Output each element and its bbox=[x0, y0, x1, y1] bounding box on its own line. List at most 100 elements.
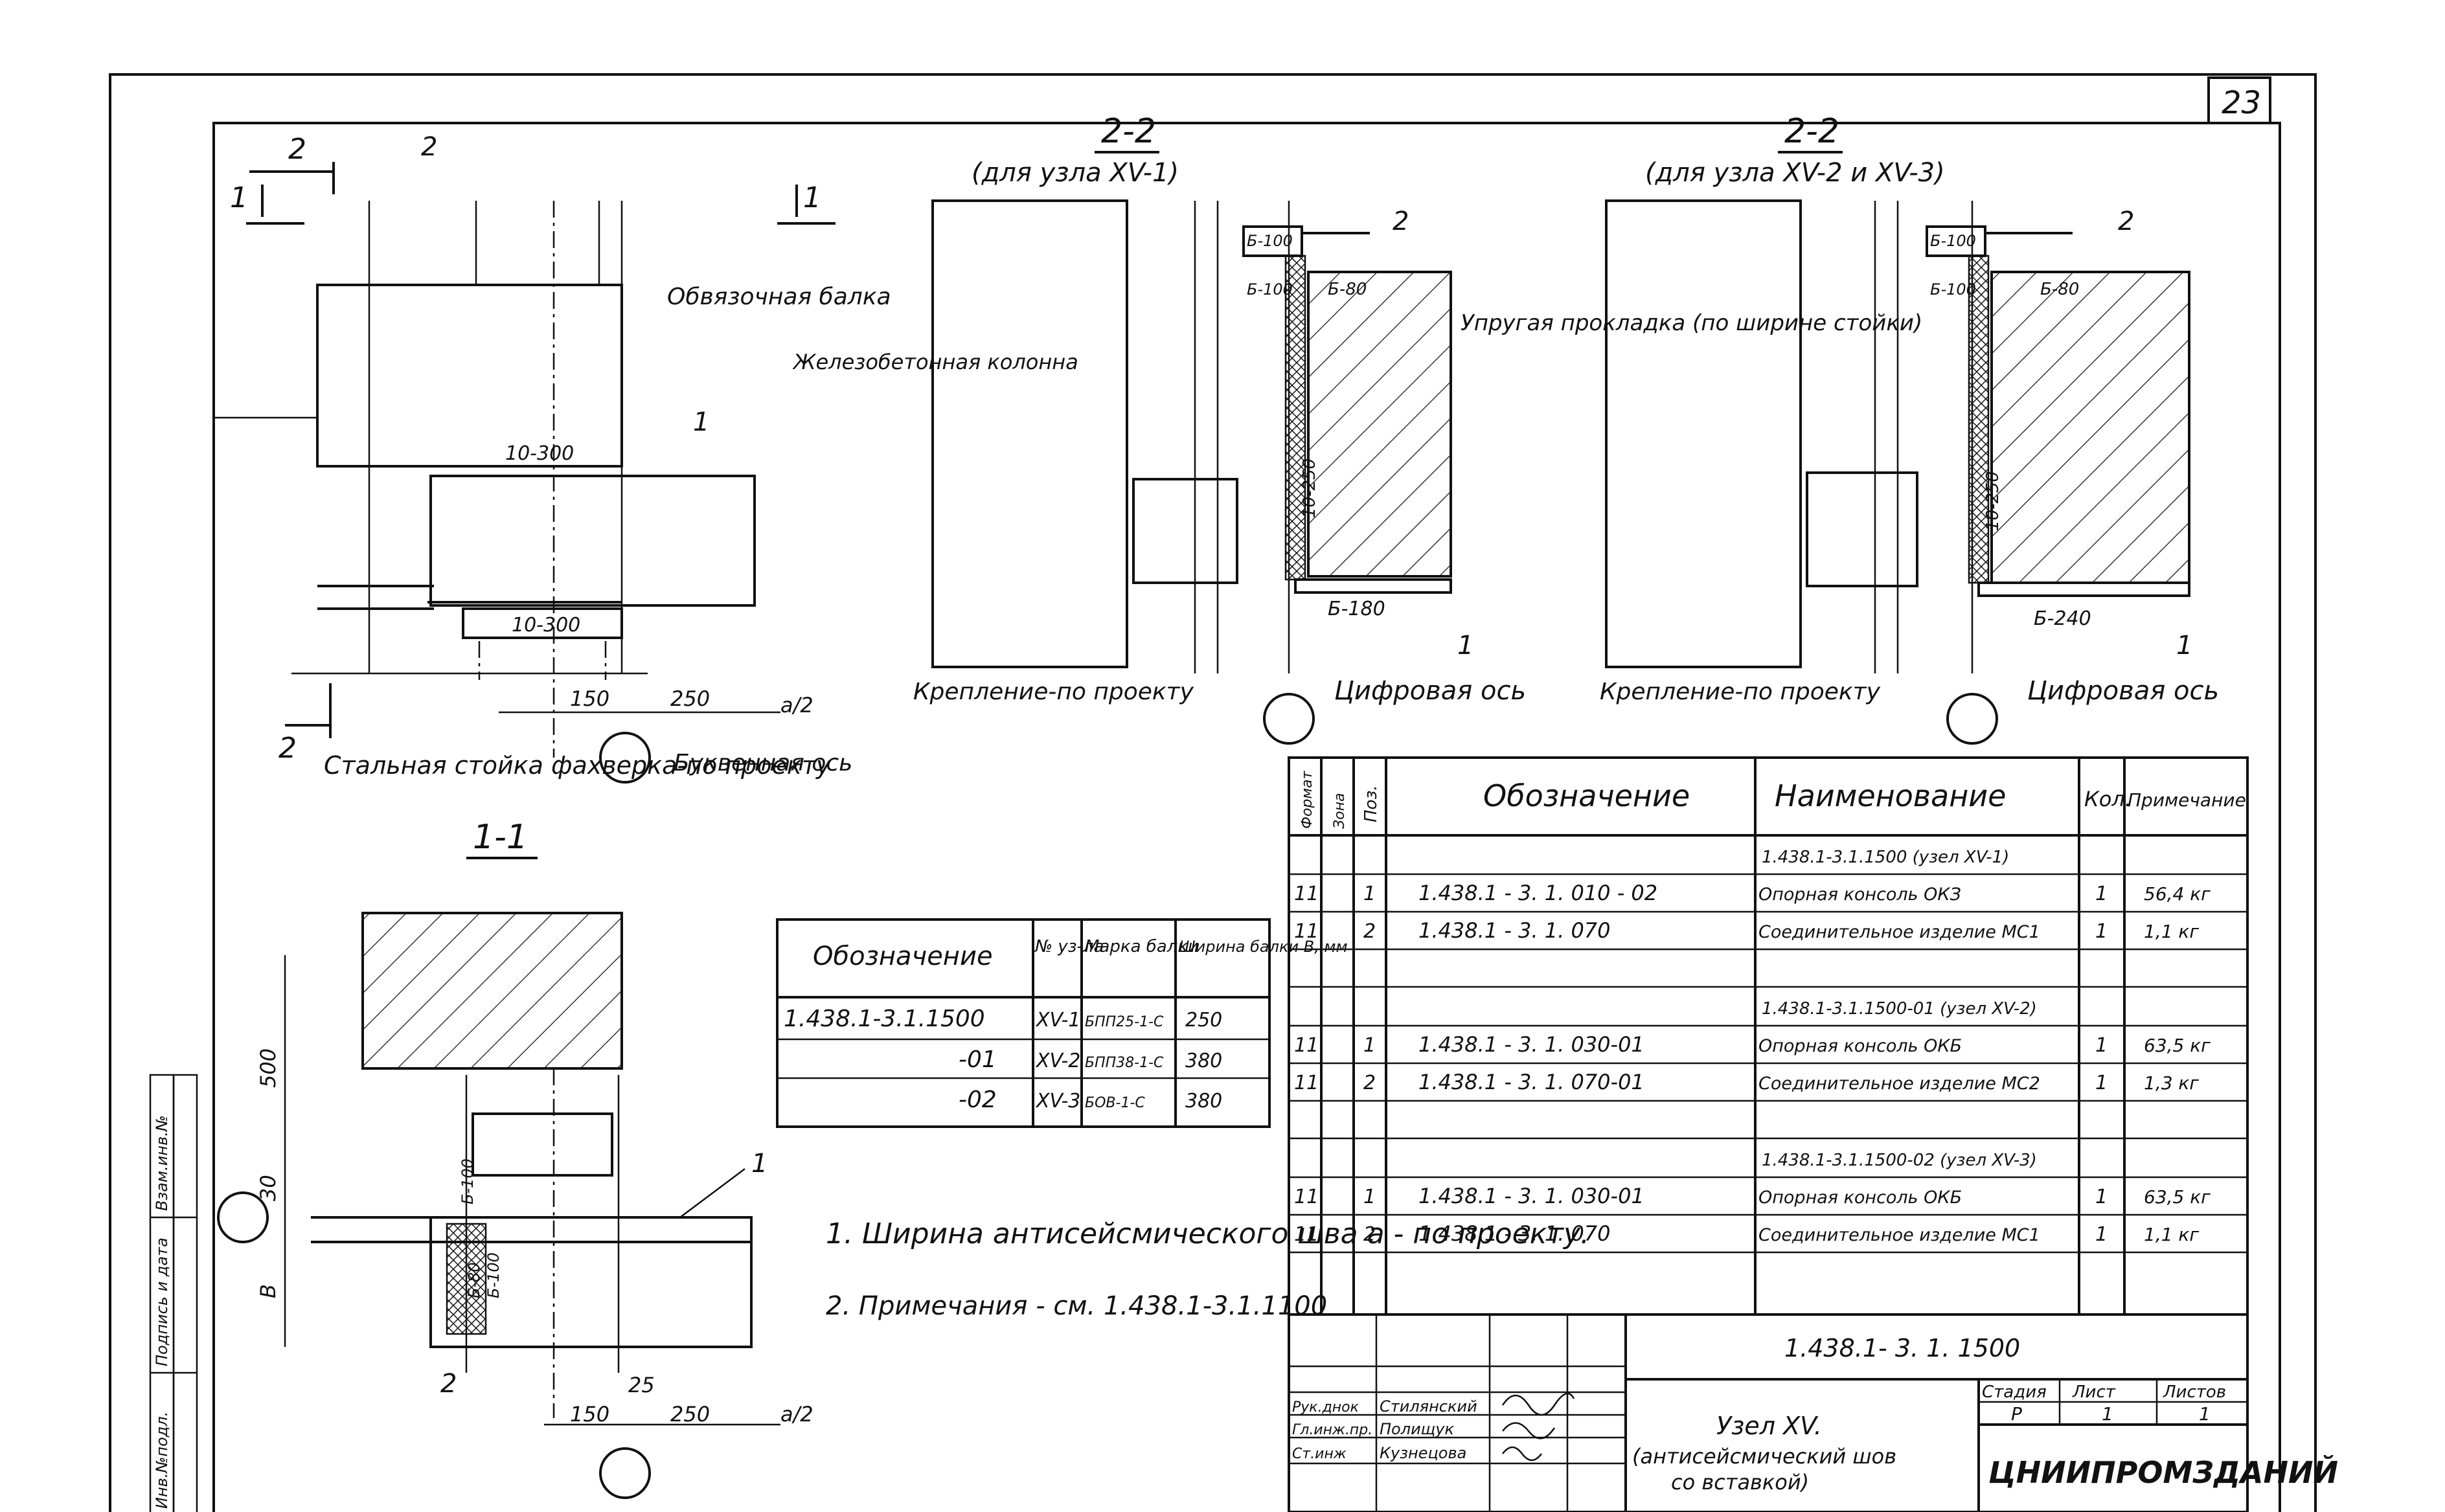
spec-pos: 2 bbox=[1363, 1072, 1376, 1094]
plan-axis-label: Буквенная ось bbox=[674, 750, 852, 776]
bt-cell: XV-2 bbox=[1035, 1050, 1080, 1072]
bt-h-mark: Марка балки bbox=[1085, 937, 1199, 956]
bt-cell: 1.438.1-3.1.1500 bbox=[784, 1006, 985, 1032]
s22b-axis-bubble bbox=[1946, 693, 1998, 745]
s22b-b80: Б-80 bbox=[2040, 280, 2079, 299]
pad-note: Упругая прокладка (по ширине стойки) bbox=[1461, 310, 1922, 336]
section-2-2-b: 2-2 (для узла XV-2 и XV-3) Б-100 Б-100 Б… bbox=[1600, 112, 2219, 745]
bt-cell: БПП38-1-С bbox=[1085, 1055, 1164, 1071]
title-line-3: со вставкой) bbox=[1671, 1470, 1809, 1495]
s11-dim-500: 500 bbox=[256, 1048, 280, 1088]
spec-table: Формат Зона Поз. Обозначение Наименовани… bbox=[1288, 756, 2249, 1316]
sp-h-note: Примечание bbox=[2128, 789, 2246, 811]
s11-dim-30: 30 bbox=[256, 1175, 280, 1201]
sig-name-1: Стилянский bbox=[1380, 1397, 1477, 1416]
plan-pos-1: 1 bbox=[693, 407, 709, 437]
plan-plate-bottom: 10-300 bbox=[512, 614, 580, 637]
sp-h-qty: Кол. bbox=[2084, 787, 2132, 811]
spec-format: 11 bbox=[1294, 1034, 1319, 1057]
s22a-title: 2-2 bbox=[1101, 112, 1156, 151]
plan-beam-label: Обвязочная балка bbox=[667, 284, 891, 310]
bt-h-width: Ширина балки В, мм bbox=[1179, 938, 1348, 956]
spec-name: Соединительное изделие МС1 bbox=[1758, 1225, 2040, 1245]
bt-cell: БПП25-1-С bbox=[1085, 1014, 1164, 1030]
stamp-inv-podl: Инв.№подл. bbox=[153, 1412, 171, 1509]
spec-name: Опорная консоль ОКБ bbox=[1758, 1036, 1962, 1056]
spec-format: 11 bbox=[1294, 1223, 1319, 1246]
s22a-b80: Б-80 bbox=[1328, 280, 1367, 299]
plan-pos-2: 2 bbox=[421, 132, 437, 162]
title-block: 1.438.1- 3. 1. 1500 Узел XV. (антисейсми… bbox=[1288, 1313, 2338, 1512]
s22a-axis-bubble bbox=[1263, 693, 1315, 745]
s22b-subtitle: (для узла XV-2 и XV-3) bbox=[1645, 158, 1945, 188]
spec-format: 11 bbox=[1294, 1072, 1319, 1094]
spec-code: 1.438.1 - 3. 1. 010 - 02 bbox=[1418, 881, 1657, 905]
note-1: 1. Ширина антисейсмического шва а - по п… bbox=[826, 1217, 1589, 1250]
s22a-b100b: Б-100 bbox=[1247, 280, 1293, 299]
spec-name: Опорная консоль ОКБ bbox=[1758, 1188, 1962, 1208]
bt-cell: XV-1 bbox=[1035, 1009, 1080, 1032]
inner-frame bbox=[212, 122, 2281, 1512]
s22a-fix-label: Крепление-по проекту bbox=[913, 679, 1194, 705]
spec-note: 1,1 кг bbox=[2144, 1224, 2199, 1245]
s22b-b100a: Б-100 bbox=[1930, 232, 1976, 250]
stamp-signature-date: Подпись и дата bbox=[153, 1237, 171, 1366]
s22b-p10: 10-250 bbox=[1983, 471, 2003, 531]
plan-cut-mark-1-left: 1 bbox=[230, 181, 248, 214]
bt-cell: XV-3 bbox=[1035, 1090, 1080, 1112]
left-stamp: Инв.№подл. Подпись и дата Взам.инв.№ bbox=[149, 1074, 198, 1512]
sig-name-3: Кузнецова bbox=[1380, 1444, 1466, 1462]
sig-role-3: Ст.инж bbox=[1292, 1446, 1347, 1462]
title-line-2: (антисейсмический шов bbox=[1632, 1444, 1896, 1469]
s22a-subtitle: (для узла XV-1) bbox=[972, 158, 1179, 188]
s22a-b180: Б-180 bbox=[1328, 598, 1385, 620]
spec-code: 1.438.1 - 3. 1. 070 bbox=[1418, 918, 1611, 943]
spec-note: 1,1 кг bbox=[2144, 921, 2199, 942]
spec-pos: 1 bbox=[1363, 883, 1376, 905]
s11-plate-3: Б-100 bbox=[484, 1252, 503, 1298]
spec-format: 11 bbox=[1294, 1186, 1319, 1208]
spec-pos: 1 bbox=[1363, 1186, 1376, 1208]
note-2: 2. Примечания - см. 1.438.1-3.1.1100 bbox=[826, 1291, 1327, 1321]
spec-name: Опорная консоль ОКЗ bbox=[1758, 885, 1961, 905]
outer-frame bbox=[109, 73, 2317, 1512]
s11-pos-2: 2 bbox=[440, 1369, 457, 1399]
sig-name-2: Полищук bbox=[1380, 1420, 1454, 1438]
s22b-pos-1: 1 bbox=[2176, 631, 2192, 660]
spec-note: 1,3 кг bbox=[2144, 1072, 2199, 1094]
bt-cell: 250 bbox=[1185, 1009, 1222, 1032]
title-line-1: Узел XV. bbox=[1716, 1412, 1822, 1440]
bt-h-node: № уз-ла bbox=[1034, 937, 1104, 956]
spec-group-header: 1.438.1-3.1.1500-01 (узел XV-2) bbox=[1762, 999, 2037, 1019]
s22a-pos-2: 2 bbox=[1393, 207, 1409, 236]
bt-cell: -02 bbox=[959, 1087, 997, 1113]
signature-scribble-2 bbox=[1502, 1422, 1556, 1439]
s11-axis-bubble-bottom bbox=[599, 1447, 651, 1499]
section-2-2-a: 2-2 (для узла XV-1) Железобетонная колон… bbox=[792, 112, 1526, 745]
s11-dim-150: 150 bbox=[570, 1402, 609, 1427]
spec-code: 1.438.1 - 3. 1. 030-01 bbox=[1418, 1184, 1644, 1208]
s22b-title: 2-2 bbox=[1784, 112, 1839, 151]
s22a-pos-1: 1 bbox=[1457, 631, 1473, 660]
signature-scribble-1 bbox=[1501, 1392, 1575, 1416]
plan-dim-a: а/2 bbox=[780, 693, 813, 717]
s22b-b240: Б-240 bbox=[2034, 607, 2091, 630]
stage-header: Стадия bbox=[1982, 1382, 2047, 1402]
spec-code: 1.438.1 - 3. 1. 070 bbox=[1418, 1221, 1611, 1246]
sp-h-code: Обозначение bbox=[1483, 778, 1690, 813]
sig-role-1: Рук.днок bbox=[1292, 1399, 1359, 1416]
signature-scribble-3 bbox=[1502, 1446, 1542, 1461]
stage-value: Р bbox=[2011, 1403, 2022, 1425]
sig-role-2: Гл.инж.пр. bbox=[1292, 1422, 1372, 1438]
plan-cut-mark-1-right: 1 bbox=[803, 181, 821, 214]
s22b-b100b: Б-100 bbox=[1930, 280, 1976, 299]
sheet-value: 1 bbox=[2102, 1403, 2113, 1425]
org-name: ЦНИИПРОМЗДАНИЙ bbox=[1988, 1455, 2338, 1490]
s11-dim-b: В bbox=[256, 1284, 280, 1298]
spec-qty: 1 bbox=[2095, 883, 2108, 905]
s22a-column-label: Железобетонная колонна bbox=[792, 350, 1078, 374]
page-number: 23 bbox=[2222, 85, 2261, 121]
s11-dim-250: 250 bbox=[670, 1402, 710, 1427]
s11-dim-25: 25 bbox=[628, 1373, 655, 1397]
